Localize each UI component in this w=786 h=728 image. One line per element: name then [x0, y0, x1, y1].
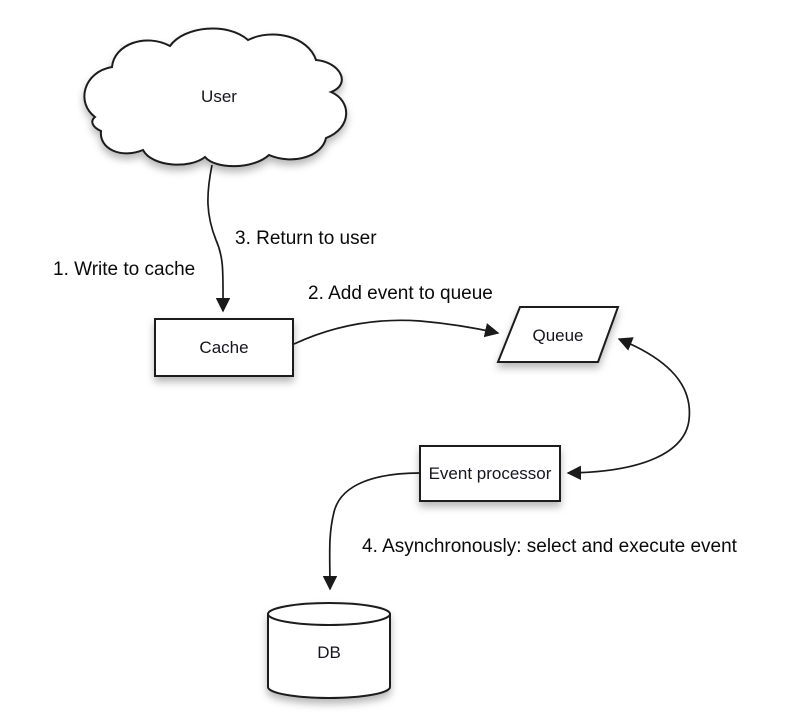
label-step-4: 4. Asynchronously: select and execute ev…: [362, 536, 738, 557]
cache-node: Cache: [154, 318, 294, 377]
label-step-3: 3. Return to user: [235, 228, 377, 249]
label-step-2: 2. Add event to queue: [308, 283, 493, 304]
db-node: DB: [267, 602, 391, 699]
queue-node: Queue: [496, 306, 620, 363]
label-step-1: 1. Write to cache: [53, 259, 195, 280]
arrow-event-processor-to-db: [322, 472, 421, 591]
db-cylinder-body: [267, 613, 391, 699]
cache-rect: [154, 318, 294, 377]
user-node-label: User: [201, 87, 237, 106]
db-cylinder-top: [267, 602, 391, 626]
cloud-shape: [83, 27, 348, 168]
db-node-label: DB: [317, 643, 341, 662]
event-processor-rect: [419, 445, 561, 502]
arrow-user-to-cache: [207, 164, 231, 313]
event-processor-node-label: Event processor: [429, 464, 552, 483]
event-processor-node: Event processor: [419, 445, 561, 502]
user-cloud-node: User: [83, 27, 348, 168]
queue-parallelogram: [496, 306, 620, 363]
cache-node-label: Cache: [199, 338, 248, 357]
arrow-queue-event-processor: [566, 337, 691, 481]
queue-node-label: Queue: [532, 326, 583, 345]
arrow-cache-to-queue: [293, 319, 500, 345]
